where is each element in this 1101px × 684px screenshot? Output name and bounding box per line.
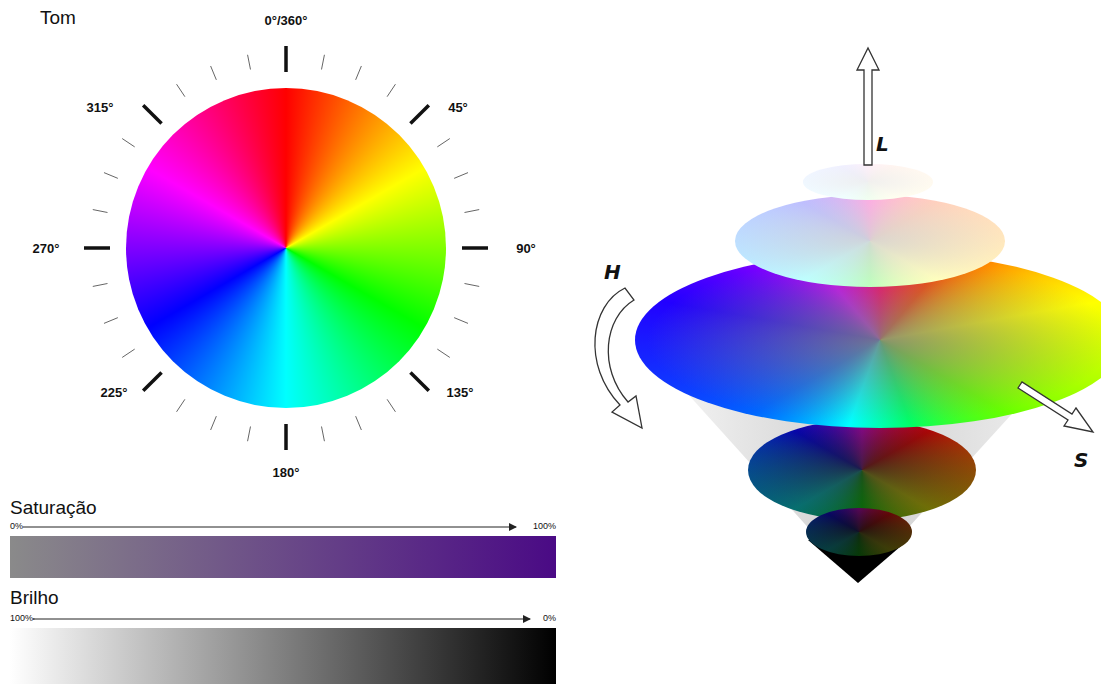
major-tick: [143, 105, 161, 123]
axis-letter: L: [876, 134, 889, 154]
scale-arrow: [22, 527, 516, 528]
minor-tick: [454, 318, 468, 324]
axis-letter: H: [604, 262, 621, 282]
minor-tick: [104, 318, 118, 324]
degree-label: 315°: [87, 101, 114, 114]
degree-label: 90°: [516, 242, 536, 255]
hsl-disk-light: [735, 195, 1005, 287]
minor-tick: [248, 55, 251, 70]
minor-tick: [387, 84, 395, 96]
brightness-bar: [10, 628, 556, 684]
minor-tick: [177, 399, 185, 411]
degree-label: 0°/360°: [265, 14, 308, 27]
minor-tick: [122, 349, 134, 357]
major-tick: [284, 46, 288, 72]
minor-tick: [437, 139, 449, 147]
minor-tick: [93, 210, 108, 213]
minor-tick: [93, 284, 108, 287]
minor-tick: [248, 427, 251, 442]
axis-letter: S: [1074, 450, 1088, 470]
scale-value: 100%: [10, 614, 33, 623]
minor-tick: [465, 210, 480, 213]
hue-wheel: [126, 88, 446, 408]
minor-tick: [322, 427, 325, 442]
major-tick: [143, 372, 161, 390]
minor-tick: [211, 66, 217, 80]
l-axis-arrow: [857, 48, 879, 165]
degree-label: 45°: [448, 101, 468, 114]
scale-value: 100%: [533, 522, 556, 531]
minor-tick: [465, 284, 480, 287]
major-tick: [410, 372, 428, 390]
scale-title: Brilho: [10, 588, 59, 607]
hsl-disk-darker: [806, 508, 912, 556]
saturation-bar: [10, 536, 556, 578]
minor-tick: [211, 416, 217, 430]
major-tick: [284, 424, 288, 450]
h-axis-arrow: [595, 288, 642, 428]
minor-tick: [322, 55, 325, 70]
degree-label: 135°: [447, 386, 474, 399]
wheel-title: Tom: [40, 8, 76, 27]
major-tick: [410, 105, 428, 123]
degree-label: 180°: [273, 466, 300, 479]
scale-value: 0%: [10, 522, 23, 531]
hsl-disk-dark: [748, 420, 976, 520]
major-tick: [462, 246, 488, 250]
minor-tick: [454, 173, 468, 179]
scale-value: 0%: [543, 614, 556, 623]
minor-tick: [177, 84, 185, 96]
minor-tick: [356, 416, 362, 430]
minor-tick: [356, 66, 362, 80]
degree-label: 270°: [33, 242, 60, 255]
major-tick: [84, 246, 110, 250]
degree-label: 225°: [101, 386, 128, 399]
degree-ticks: [84, 46, 488, 450]
minor-tick: [437, 349, 449, 357]
minor-tick: [122, 139, 134, 147]
minor-tick: [104, 173, 118, 179]
scale-title: Saturação: [10, 498, 97, 517]
hsl-disk-lighter: [803, 164, 933, 200]
s-axis-arrow: [1018, 382, 1093, 432]
scale-arrow: [34, 619, 530, 620]
minor-tick: [387, 399, 395, 411]
